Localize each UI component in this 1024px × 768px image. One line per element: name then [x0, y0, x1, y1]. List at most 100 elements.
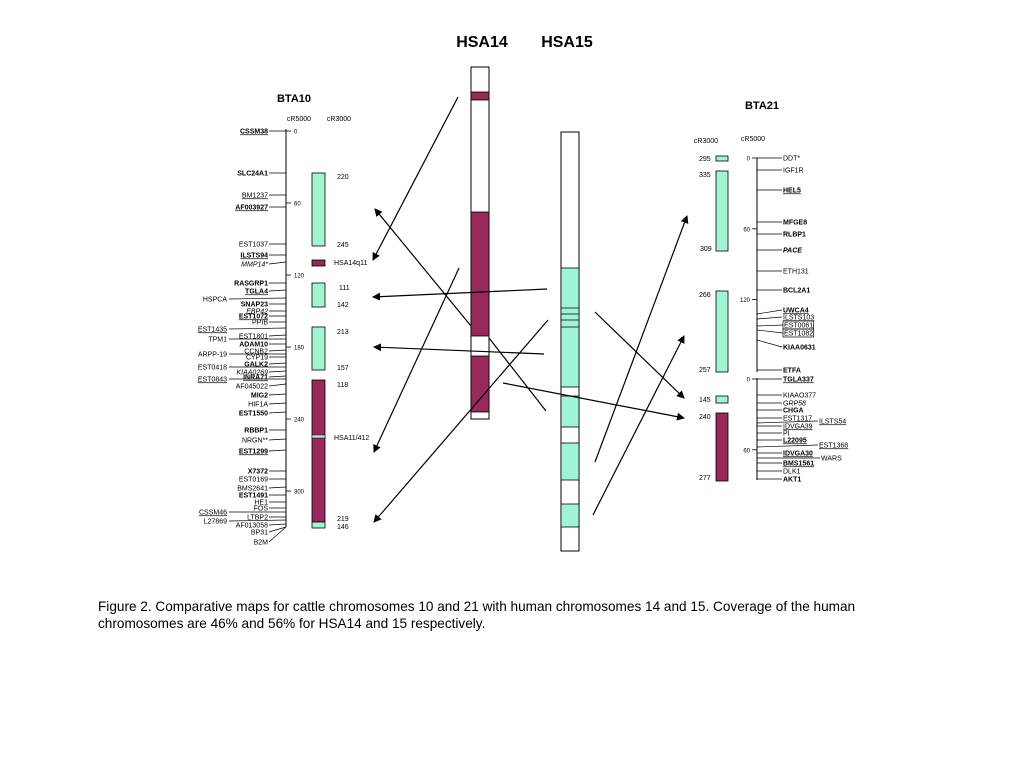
bta21-block-3-bottom-label: 257: [699, 367, 711, 374]
arrow-hsa15-to-bta10-1: [372, 288, 548, 301]
bta21-gene-etfa: ETFA: [783, 367, 801, 374]
bta10-gene-est1801: EST1801: [239, 333, 268, 340]
bta21-gene-l22095: L22095: [783, 437, 807, 444]
bta21-block-1: [715, 155, 729, 162]
hsa14-segment-1: [470, 91, 490, 101]
bta21-cr3000-label: cR3000: [694, 138, 718, 145]
bta21-title: BTA21: [745, 100, 779, 112]
bta10-block-6-bottom-label: 146: [337, 524, 349, 531]
bta10-gene-ilsts94: ILSTS94: [240, 252, 268, 259]
bta10-gene-connector: [268, 486, 287, 489]
bta21-block-3: [715, 290, 729, 373]
bta10-block-2-side-label: HSA14q11: [334, 260, 367, 267]
bta21-block-5: [715, 412, 729, 482]
bta21-gene-uwca4: UWCA4: [783, 307, 809, 314]
bta21-gene-connector: [756, 339, 783, 348]
bta10-gene-rbbp1: RBBP1: [244, 427, 268, 434]
bta10-block-3-bottom-label: 142: [337, 302, 349, 309]
arrow-hsa14-to-bta10-3: [373, 267, 460, 453]
bta21-gene-tgla337: TGLA337: [783, 376, 814, 383]
arrow-hsa14-to-bta10-2: [374, 208, 472, 327]
bta21-gene-ilsts103: ILSTS103: [783, 314, 814, 321]
bta10-blocks: 220 245 HSA14q11 111 142 213 157 118 HSA…: [311, 172, 369, 531]
bta10-gene-x7372: X7372: [248, 468, 268, 475]
bta10-gene-adam10: ADAM10: [239, 341, 268, 348]
bta10-gene-tgla4: TGLA4: [245, 288, 268, 295]
bta21-blocks: 295 335 309 266 257 145 240 277: [699, 155, 729, 482]
bta10-gene-af045022: AF045022: [236, 383, 268, 390]
bta21-gene-rlbp1: RLBP1: [783, 231, 806, 238]
bta10-gene-galk2: GALK2: [244, 361, 268, 368]
bta10-gene-fos: FOS: [254, 505, 269, 512]
bta21-gene-est0061: EST0061: [784, 322, 813, 329]
bta21-gene-list: DDT*IGF1RHEL5MFGE8RLBP1PACEETH131BCL2A1U…: [756, 155, 848, 483]
arrow-hsa15-to-bta21-2: [594, 215, 689, 463]
bta10-gene-connector: [268, 411, 287, 414]
bta10-gene-connector: [268, 438, 287, 441]
bta10-gene-connector: [228, 327, 287, 330]
bta10-gene-he1: HE1: [254, 499, 268, 506]
line-hsa14-to-hsa15: [488, 337, 547, 412]
bta21-gene-connector: [756, 420, 819, 424]
bta10-block-4-bottom-label: 157: [337, 365, 349, 372]
bta21-block-2-bottom-label: 309: [700, 246, 712, 253]
bta10-block-5-side-label: HSA11/412: [334, 435, 369, 442]
bta10-gene-hspca: HSPCA: [203, 296, 227, 303]
arrow-hsa15-to-bta21-3: [592, 335, 685, 516]
bta10-gene-inra71: INRA71: [243, 374, 268, 381]
bta10-gene-connector: [268, 402, 287, 405]
bta10-gene-connector: [268, 523, 287, 526]
hsa15-segment-3: [560, 442, 580, 481]
bta21-cr5000-label: cR5000: [741, 136, 765, 143]
bta10-gene-mmp14: MMP14*: [241, 261, 268, 268]
bta21-block-4: [715, 395, 729, 404]
bta10-gene-connector: [268, 375, 287, 378]
bta10-gene-est0418: EST0418: [198, 364, 227, 371]
bta10-gene-hif1a: HIF1A: [248, 401, 268, 408]
bta10-gene-list: CSSM38SLC24A1BM1237AF003927EST1037ILSTS9…: [198, 128, 287, 546]
bta10-gene-est0169: EST0169: [239, 476, 268, 483]
bta10-gene-cssm46: CSSM46: [199, 509, 227, 516]
bta10-gene-connector: [268, 261, 287, 265]
bta10-tick-label: 120: [294, 274, 305, 280]
bta21-gene-connector: [756, 444, 819, 448]
bta10-tick-label: 300: [294, 490, 305, 496]
hsa14-segment-2: [470, 211, 490, 337]
bta10-cr5000-label: cR5000: [287, 116, 311, 123]
hsa15-segment-1: [560, 267, 580, 388]
bta10-block-5: [311, 379, 326, 523]
bta21-gene-bms1561: BMS1561: [783, 460, 814, 467]
arrow-hsa14-to-bta21-1: [502, 382, 685, 421]
bta10-block-5-bottom-label: 219: [337, 516, 349, 523]
bta21-gene-connector: [756, 329, 784, 334]
bta21-block-2: [715, 170, 729, 252]
bta10-gene-bms2641: BMS2641: [237, 485, 268, 492]
bta10-tick-label: 0: [294, 130, 298, 136]
bta10-gene-est0843: EST0843: [198, 376, 227, 383]
bta21-gene-eth131: ETH131: [783, 268, 809, 275]
bta10-gene-connector: [228, 519, 287, 522]
arrow-hsa15-to-bta10-3: [373, 319, 549, 523]
bta21-gene-est1368: EST1368: [819, 442, 848, 449]
bta21-block-1-top-label: 295: [699, 156, 711, 163]
bta21-gene-ilsts54: ILSTS54: [819, 418, 846, 425]
bta21-block-4-top-label: 145: [699, 397, 711, 404]
bta21-tick-label: 0: [747, 157, 751, 163]
bta10-gene-connector: [268, 334, 287, 337]
bta10-block-5-band: [311, 434, 326, 439]
bta10-gene-connector: [268, 526, 287, 543]
bta10-gene-connector: [268, 362, 287, 365]
bta21-tick-label: 60: [743, 448, 750, 454]
arrow-hsa15-to-bta10-2: [373, 343, 545, 355]
bta10-gene-rasgrp1: RASGRP1: [234, 280, 268, 287]
bta10-tick-label: 60: [294, 202, 301, 208]
hsa14-title: HSA14: [456, 34, 508, 51]
bta10-gene-est1072: EST1072: [239, 313, 268, 320]
bta21-gene-kiaao377: KIAAO377: [783, 392, 816, 399]
homology-arrows: [372, 96, 689, 523]
bta10-gene-est1491: EST1491: [239, 492, 268, 499]
bta21-gene-connector: [756, 324, 784, 327]
bta10-gene-connector: [228, 297, 287, 300]
